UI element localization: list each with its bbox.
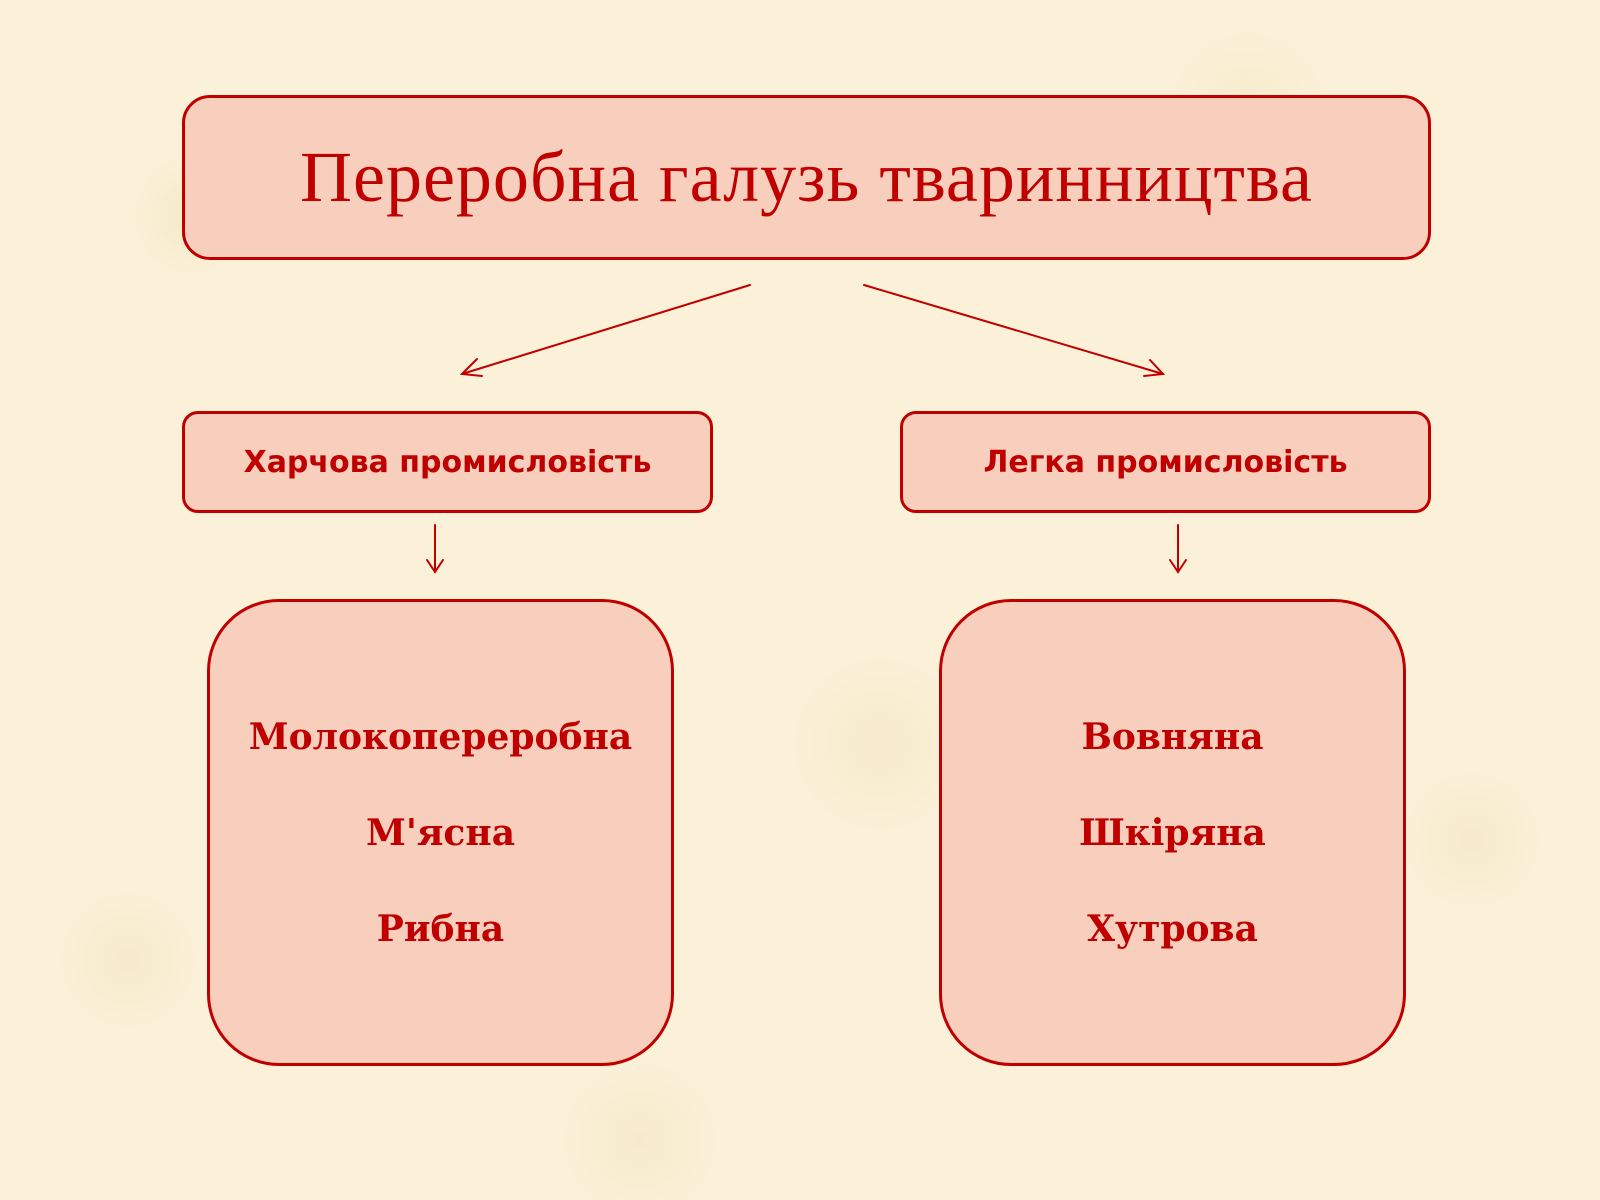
category-box-food-industry: Харчова промисловість <box>182 411 713 513</box>
arrowhead-left-category-to-list <box>426 559 444 574</box>
title-box: Переробна галузь тваринництва <box>182 95 1431 260</box>
category-label-light-industry: Легка промисловість <box>983 444 1348 480</box>
list-item: Шкіряна <box>1079 811 1266 854</box>
category-box-light-industry: Легка промисловість <box>900 411 1431 513</box>
arrowhead-title-to-right <box>1143 359 1166 377</box>
list-item: Хутрова <box>1087 907 1258 950</box>
list-item: М'ясна <box>365 811 516 854</box>
subcategory-list-light-industry: Вовняна Шкіряна Хутрова <box>939 599 1406 1066</box>
arrow-title-to-right <box>863 284 1164 375</box>
list-item: Вовняна <box>1081 715 1264 758</box>
arrowhead-right-category-to-list <box>1169 559 1187 574</box>
category-label-food-industry: Харчова промисловість <box>243 444 652 480</box>
subcategory-list-food-industry: Молокопереробна М'ясна Рибна <box>207 599 674 1066</box>
list-item: Молокопереробна <box>248 715 633 758</box>
arrowhead-title-to-left <box>459 358 483 377</box>
diagram-title: Переробна галузь тваринництва <box>300 137 1313 217</box>
list-item: Рибна <box>376 907 505 950</box>
arrow-title-to-left <box>461 284 751 375</box>
